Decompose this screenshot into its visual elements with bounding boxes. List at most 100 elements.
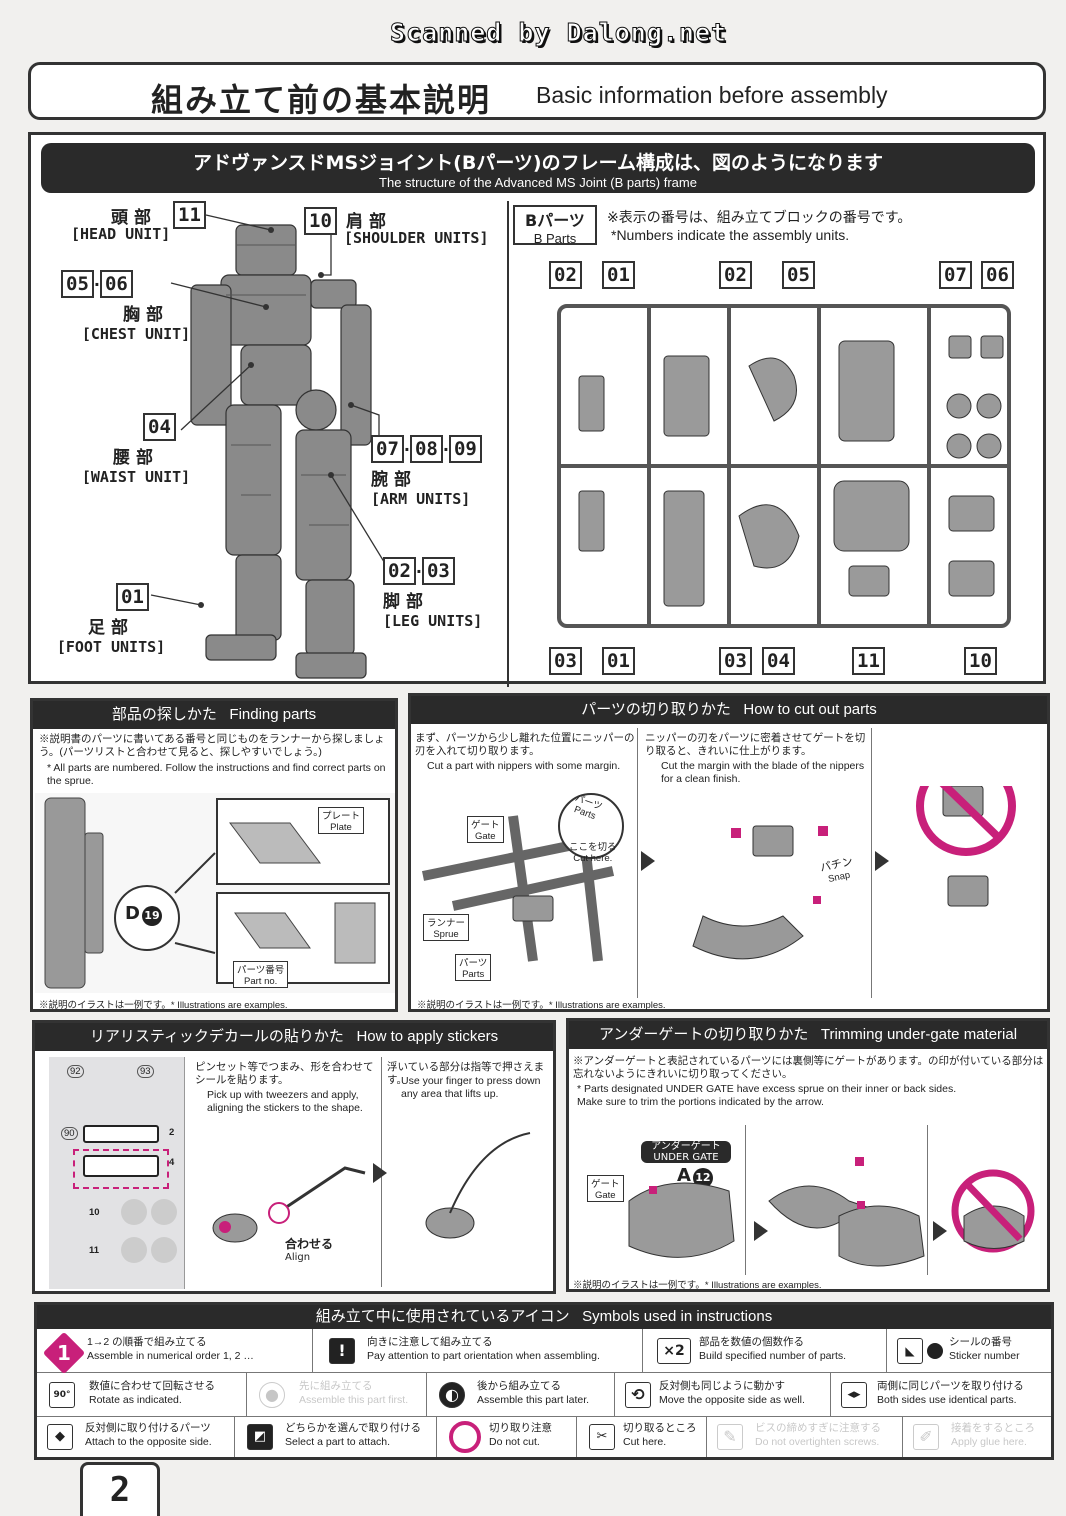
frame-title-en: The structure of the Advanced MS Joint (… [379, 175, 697, 190]
undergate-illustration [628, 1157, 1035, 1267]
symbol-en: Attach to the opposite side. [85, 1436, 212, 1448]
symbol-en: Pay attention to part orientation when a… [367, 1350, 600, 1362]
symbol-jp: 両側に同じパーツを取り付ける [877, 1380, 1024, 1392]
frame-title-bar: アドヴァンスドMSジョイント(Bパーツ)のフレーム構成は、図のようになります T… [41, 143, 1035, 193]
assemble-first-icon: ● [259, 1382, 285, 1408]
sprue-top-numbers: 02 01 02 05 07 06 [509, 261, 1049, 291]
cutting-footnote: ※説明のイラストは一例です。* Illustrations are exampl… [417, 1000, 666, 1011]
cutting-title-bar: パーツの切り取りかた How to cut out parts [411, 696, 1047, 724]
arm-unit-jp: 腕部 [371, 470, 417, 490]
b-parts-badge: Bパーツ B Parts [513, 205, 597, 246]
symbol-jp: 部品を数値の個数作る [699, 1336, 804, 1348]
sprue-num: 01 [602, 647, 635, 675]
gate-label-jp: ゲート [471, 820, 500, 831]
symbols-title-bar: 組み立て中に使用されているアイコン Symbols used in instru… [37, 1305, 1051, 1329]
symbol-en: Both sides use identical parts. [877, 1394, 1017, 1406]
sprue-num: 01 [602, 261, 635, 289]
leg-unit-jp: 脚部 [383, 592, 429, 612]
scan-credit: Scanned by Dalong.net [389, 18, 728, 48]
symbol-en: Sticker number [949, 1350, 1020, 1362]
undergate-gate-jp: ゲート [591, 1179, 620, 1190]
frame-figure [190, 224, 372, 679]
runner-label-en: Sprue [433, 929, 459, 940]
cutting-title-jp: パーツの切り取りかた [581, 701, 731, 718]
symbol-jp: シールの番号 [949, 1336, 1012, 1348]
cutting-title-en: How to cut out parts [743, 701, 877, 718]
frame-structure-panel: アドヴァンスドMSジョイント(Bパーツ)のフレーム構成は、図のようになります T… [28, 132, 1049, 687]
leader-lines [150, 214, 387, 608]
undergate-part-number: 12 [692, 1168, 713, 1188]
partno-label: パーツ番号 Part no. [233, 961, 289, 988]
chest-unit-label: 05·06 胸部 [CHEST UNIT] [61, 270, 211, 343]
finding-note-jp: ※説明書のパーツに書いてある番号と同じものをランナーから探しましょう。(パーツリ… [39, 733, 385, 758]
symbol-en: Build specified number of parts. [699, 1350, 847, 1362]
undergate-title-bar: アンダーゲートの切り取りかた Trimming under-gate mater… [569, 1021, 1047, 1049]
cut-here-label: ここを切る Cut here. [569, 839, 617, 864]
callout-letter: D [125, 903, 140, 924]
parts-label-jp: パーツ [459, 958, 488, 969]
shoulder-unit-num: 10 [304, 207, 337, 235]
foot-unit-en: [FOOT UNITS] [56, 638, 166, 656]
stickers-title-en: How to apply stickers [356, 1028, 499, 1045]
symbol-en: Do not overtighten screws. [755, 1436, 880, 1448]
undergate-note-en: * Parts designated UNDER GATE have exces… [577, 1083, 957, 1108]
symbol-en: Assemble this part later. [477, 1394, 590, 1406]
exclamation-icon: ! [329, 1338, 355, 1364]
symbol-jp: 切り取り注意 [489, 1422, 552, 1434]
sprue-num: 10 [964, 647, 997, 675]
page-title-jp: 組み立て前の基本説明 [151, 81, 492, 119]
chest-unit-jp: 胸部 [123, 305, 169, 325]
undergate-note-jp: ※アンダーゲートと表記されているパーツには裏側等にゲートがあります。の印が付いて… [573, 1055, 1044, 1080]
parts-label-en: Parts [462, 969, 485, 980]
sticker-num: 92 [67, 1065, 84, 1078]
foot-unit-label: 01 足部 [FOOT UNITS] [46, 583, 176, 656]
cutting-step1-jp: まず、パーツから少し離れた位置にニッパーの刃を入れて切り取ります。 [415, 732, 635, 757]
arm-unit-label: 07·08·09 腕部 [ARM UNITS] [371, 435, 511, 508]
sticker-num: 2 [169, 1127, 175, 1138]
symbol-jp: どちらかを選んで取り付ける [285, 1422, 421, 1434]
align-label: 合わせる Align [285, 1235, 333, 1263]
multiply-x2-icon: ×2 [657, 1338, 691, 1364]
cutting-step1-en: Cut a part with nippers with some margin… [427, 760, 621, 772]
glue-icon: ✐ [913, 1424, 939, 1450]
symbol-en: Select a part to attach. [285, 1436, 391, 1448]
plate-label-jp: プレート [322, 811, 361, 822]
stickers-step1-jp: ピンセット等でつまみ、形を合わせてシールを貼ります。 [195, 1061, 374, 1086]
leg-unit-label: 02·03 脚部 [LEG UNITS] [383, 557, 503, 630]
sprue-bottom-numbers: 03 01 03 04 11 10 [509, 647, 1049, 677]
foot-unit-num: 01 [116, 583, 149, 611]
waist-unit-num: 04 [143, 413, 176, 441]
symbol-en: Cut here. [623, 1436, 667, 1448]
undergate-title-jp: アンダーゲートの切り取りかた [598, 1026, 809, 1043]
sprue-num: 02 [549, 261, 582, 289]
symbol-jp: ビスの締めすぎに注意する [755, 1422, 881, 1434]
leg-unit-num2: 03 [421, 557, 455, 585]
sprue-num: 11 [852, 647, 885, 675]
symbols-row-1: 1 1→2 の順番で組み立てる Assemble in numerical or… [37, 1329, 1051, 1375]
move-opposite-icon: ⟲ [625, 1382, 651, 1408]
undergate-gate-en: Gate [594, 1190, 616, 1201]
sticker-num: 93 [137, 1065, 154, 1078]
b-parts-note-jp: ※表示の番号は、組み立てブロックの番号です。 [607, 210, 912, 226]
undergate-badge-en: UNDER GATE [653, 1152, 719, 1163]
symbol-en: Apply glue here. [951, 1436, 1027, 1448]
sprue-num: 05 [782, 261, 815, 289]
head-unit-jp: 頭部 [111, 208, 157, 228]
arm-unit-num3: 09 [448, 435, 482, 463]
symbol-en: Assemble in numerical order 1, 2 … [87, 1350, 254, 1362]
sticker-num: 10 [89, 1207, 100, 1218]
stickers-step2-en: Use your finger to press down any area t… [401, 1075, 541, 1100]
cut-here-en: Cut here. [573, 853, 613, 864]
plate-label: プレート Plate [318, 807, 365, 834]
symbol-jp: 切り取るところ [623, 1422, 697, 1434]
do-not-cut-icon [449, 1421, 481, 1453]
parts-label: パーツ Parts [455, 954, 492, 981]
gate-label: ゲート Gate [467, 816, 504, 843]
symbols-panel: 組み立て中に使用されているアイコン Symbols used in instru… [34, 1302, 1054, 1460]
symbols-title-jp: 組み立て中に使用されているアイコン [315, 1308, 570, 1325]
undergate-title-en: Trimming under-gate material [820, 1026, 1018, 1043]
cutting-step2-jp: ニッパーの刃をパーツに密着させてゲートを切り取ると、きれいに仕上がります。 [645, 732, 866, 757]
symbol-jp: 反対側も同じように動かす [659, 1380, 785, 1392]
partno-label-jp: パーツ番号 [237, 965, 285, 976]
